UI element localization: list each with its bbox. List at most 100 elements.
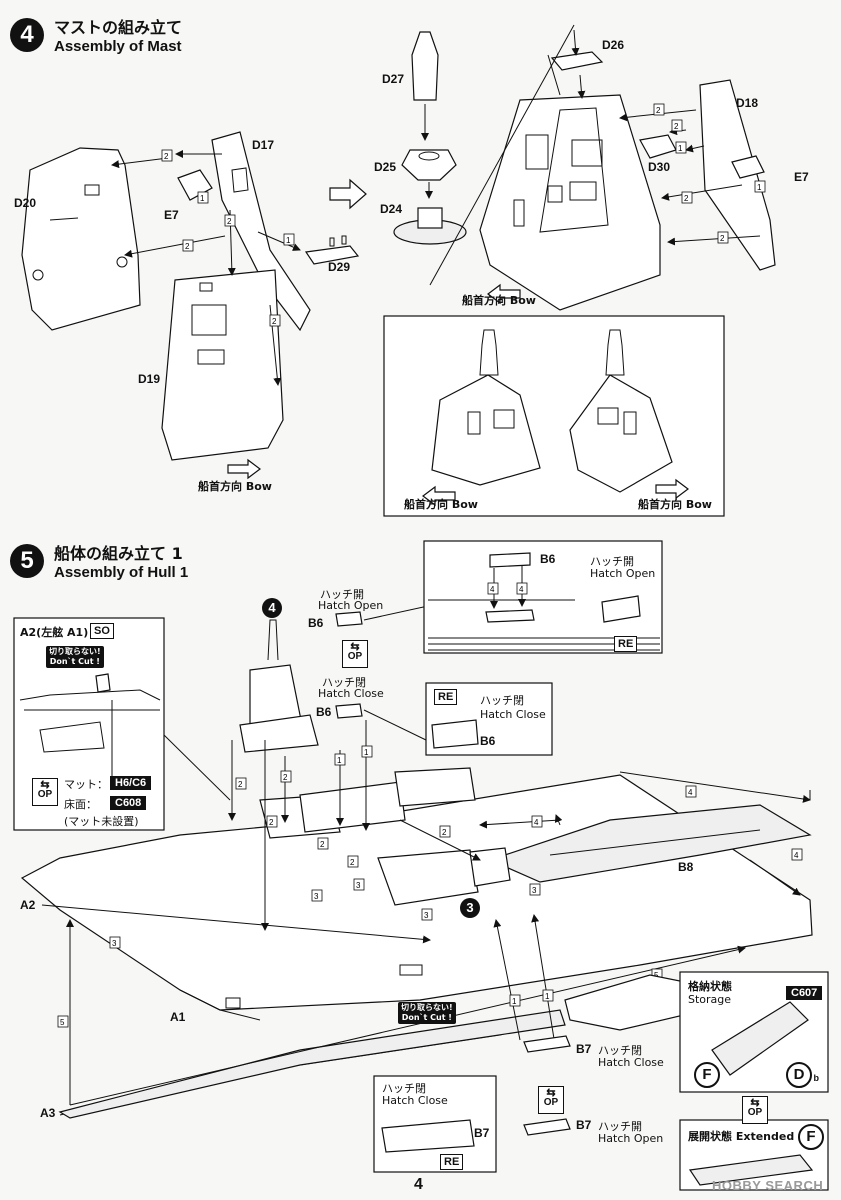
- svg-text:3: 3: [356, 881, 361, 890]
- hatch-open-jp-b7: ハッチ開: [598, 1120, 642, 1133]
- page-number: 4: [414, 1176, 423, 1193]
- op-option-badge: ⇆OP: [32, 778, 58, 806]
- svg-text:2: 2: [227, 217, 232, 226]
- svg-text:2: 2: [674, 122, 679, 131]
- part-label-b6-close: B6: [316, 705, 332, 719]
- svg-text:1: 1: [757, 183, 762, 192]
- step4-title-jp: マストの組み立て: [54, 18, 183, 37]
- op-option-badge: ⇆OP: [538, 1086, 564, 1114]
- part-label-d24: D24: [380, 202, 403, 216]
- hatch-close-en-b7: Hatch Close: [598, 1056, 664, 1069]
- so-badge: SO: [90, 623, 114, 639]
- ref-step4-badge: 4: [262, 598, 282, 618]
- svg-text:2: 2: [238, 780, 243, 789]
- bow-direction-label: 船首方向 Bow: [462, 294, 536, 307]
- part-label-a1: A1: [170, 1010, 186, 1024]
- svg-text:2: 2: [684, 194, 689, 203]
- svg-text:2: 2: [272, 317, 277, 326]
- part-label-b6-close-inset: B6: [480, 734, 496, 748]
- hatch-close-en: Hatch Close: [318, 687, 384, 700]
- hatch-open-en-inset: Hatch Open: [590, 567, 656, 580]
- svg-text:1: 1: [512, 997, 517, 1006]
- dont-cut-warning: 切り取らない!Don`t Cut !: [46, 646, 104, 668]
- part-label-a2: A2: [20, 898, 36, 912]
- svg-text:5: 5: [60, 1018, 65, 1027]
- hatch-close-en-inset-b7: Hatch Close: [382, 1094, 448, 1107]
- part-label-e7-right: E7: [794, 170, 809, 184]
- floor-label: 床面：: [64, 798, 97, 811]
- op-option-badge: ⇆OP: [742, 1096, 768, 1124]
- svg-text:4: 4: [519, 585, 524, 594]
- part-circle-f: F: [694, 1062, 720, 1088]
- part-label-d17: D17: [252, 138, 275, 152]
- svg-text:1: 1: [337, 756, 342, 765]
- step4-title-en: Assembly of Mast: [54, 38, 182, 55]
- svg-text:3: 3: [532, 886, 537, 895]
- floor-value: C608: [110, 796, 147, 810]
- bow-direction-label: 船首方向 Bow: [198, 480, 272, 493]
- svg-text:1: 1: [286, 236, 291, 245]
- inset-a2-title: A2(左舷 A1): [20, 626, 89, 639]
- part-circle-f: F: [798, 1124, 824, 1150]
- mat-note: (マット未設置): [64, 815, 139, 828]
- part-label-d18: D18: [736, 96, 759, 110]
- hatch-open-en-b7: Hatch Open: [598, 1132, 664, 1145]
- part-label-e7-left: D30: [648, 160, 671, 174]
- svg-text:3: 3: [314, 892, 319, 901]
- svg-text:2: 2: [320, 840, 325, 849]
- svg-text:3: 3: [424, 911, 429, 920]
- re-badge: RE: [440, 1154, 464, 1170]
- bow-direction-label: 船首方向 Bow: [638, 498, 712, 511]
- svg-text:1: 1: [545, 992, 550, 1001]
- svg-text:2: 2: [720, 234, 725, 243]
- storage-jp: 格納状態: [688, 980, 732, 993]
- hatch-close-jp-inset-b7: ハッチ閉: [382, 1082, 426, 1095]
- part-label-b7-open: B7: [576, 1118, 592, 1132]
- step5-title-jp: 船体の組み立て 1: [54, 544, 183, 563]
- storage-part-c607: C607: [786, 986, 823, 1000]
- svg-text:3: 3: [112, 939, 117, 948]
- svg-text:5: 5: [654, 971, 659, 980]
- svg-text:2: 2: [164, 152, 169, 161]
- svg-text:2: 2: [185, 242, 190, 251]
- step4-number-badge: 4: [10, 18, 44, 52]
- svg-text:4: 4: [534, 818, 539, 827]
- hatch-close-jp-inset: ハッチ閉: [480, 694, 524, 707]
- hatch-open-jp-inset: ハッチ開: [590, 555, 634, 568]
- part-label-d29: D29: [328, 260, 351, 274]
- ref-step3-badge: 3: [460, 898, 480, 918]
- part-label-b7-inset: B7: [474, 1126, 490, 1140]
- svg-text:4: 4: [688, 788, 693, 797]
- svg-text:1: 1: [364, 748, 369, 757]
- extended-label: 展開状態 Extended: [688, 1130, 795, 1143]
- part-label-d30: E7: [164, 208, 179, 222]
- hatch-open-en: Hatch Open: [318, 599, 384, 612]
- svg-text:1: 1: [200, 194, 205, 203]
- step5-number-badge: 5: [10, 544, 44, 578]
- part-label-b6-open: B6: [308, 616, 324, 630]
- part-label-b6-inset: B6: [540, 552, 556, 566]
- dont-cut-warning: 切り取らない!Don`t Cut !: [398, 1002, 456, 1024]
- hatch-close-en-inset: Hatch Close: [480, 708, 546, 721]
- svg-text:2: 2: [269, 818, 274, 827]
- svg-text:4: 4: [794, 851, 799, 860]
- part-label-a3: A3: [40, 1106, 56, 1120]
- part-label-b8: B8: [678, 860, 694, 874]
- svg-text:2: 2: [350, 858, 355, 867]
- storage-en: Storage: [688, 993, 732, 1006]
- svg-text:2: 2: [656, 106, 661, 115]
- part-label-d25: D25: [374, 160, 397, 174]
- part-label-d26: D27: [382, 72, 405, 86]
- svg-text:2: 2: [442, 828, 447, 837]
- mat-label: マット：: [64, 778, 108, 791]
- svg-text:1: 1: [678, 144, 683, 153]
- part-label-b7-close: B7: [576, 1042, 592, 1056]
- watermark: HOBBY SEARCH: [712, 1178, 824, 1193]
- part-label-d27: D26: [602, 38, 625, 52]
- hatch-close-jp-b7: ハッチ閉: [598, 1044, 642, 1057]
- mat-value: H6/C6: [110, 776, 152, 790]
- part-label-d20: D20: [14, 196, 37, 210]
- bow-direction-label: 船首方向 Bow: [404, 498, 478, 511]
